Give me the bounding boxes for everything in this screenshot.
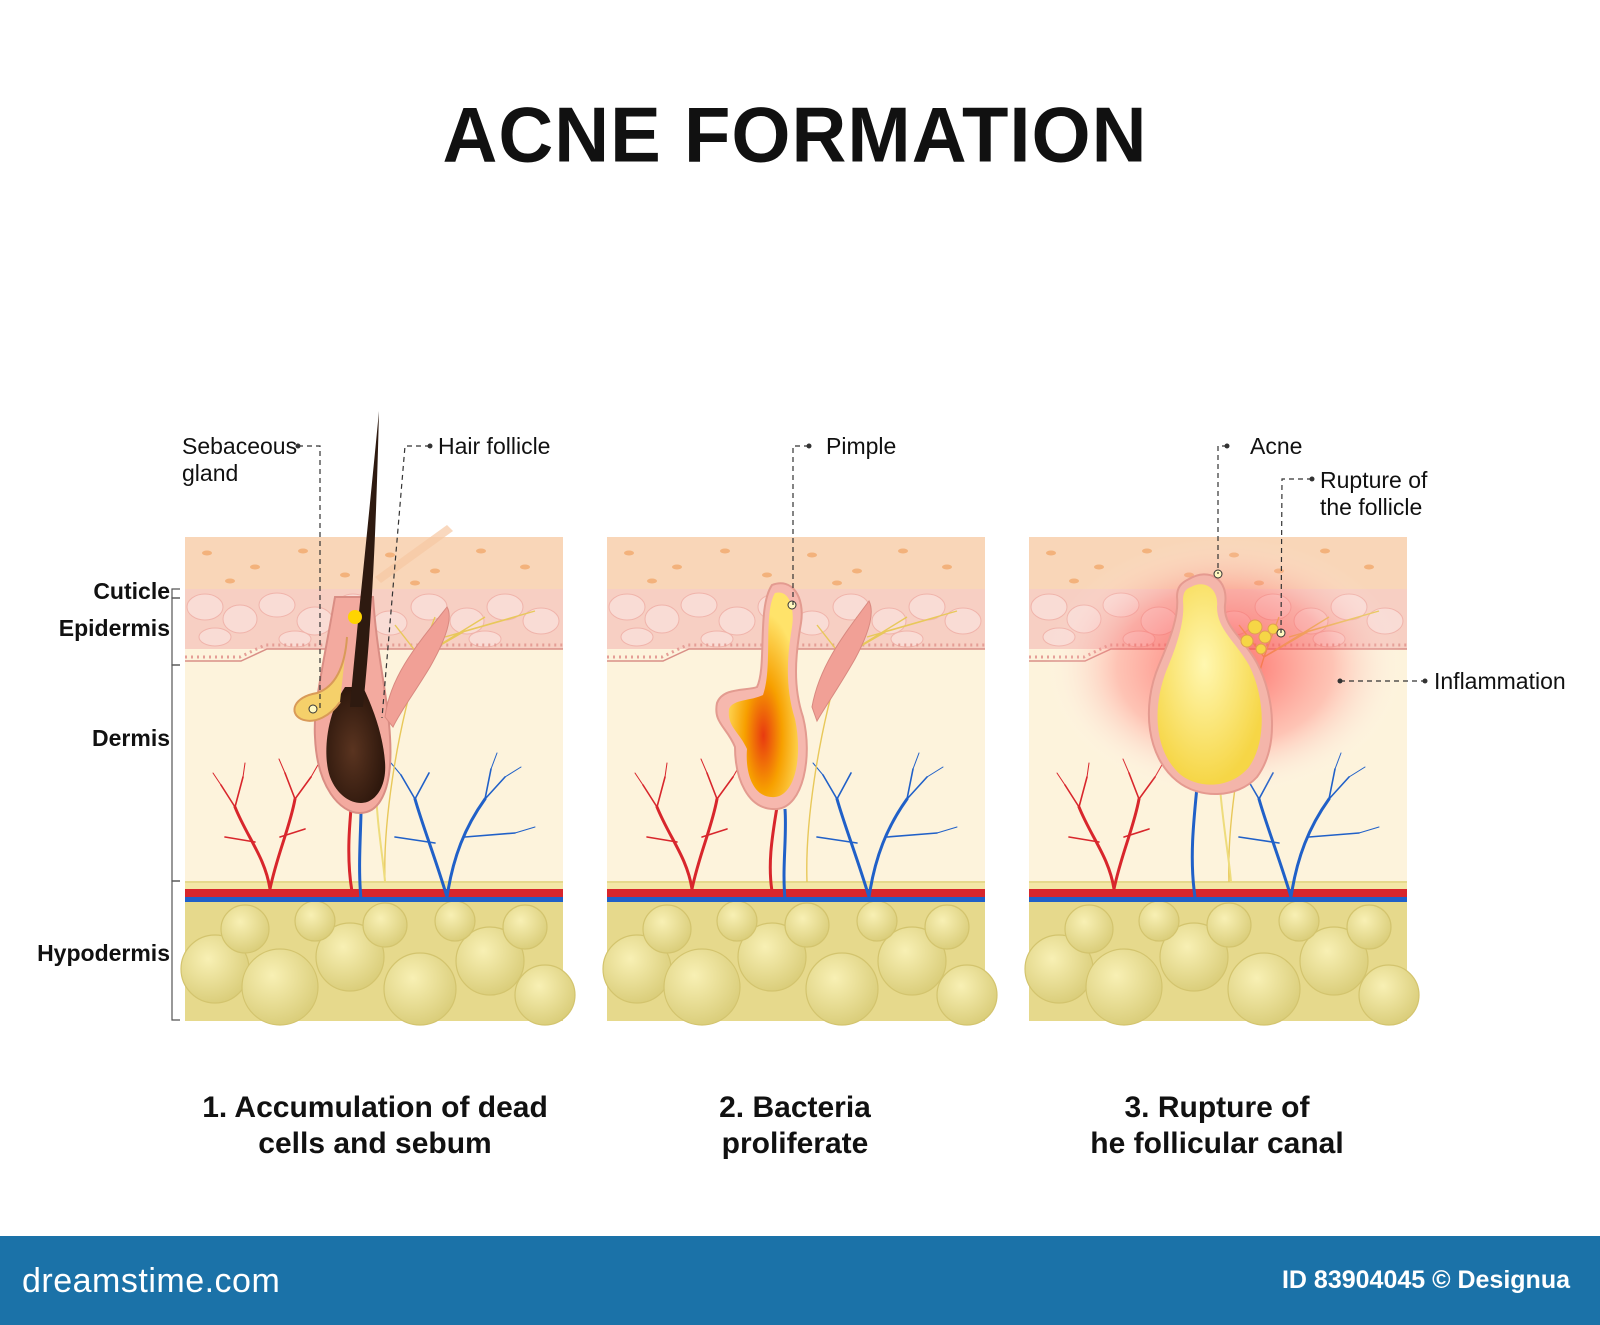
caption-stage-2: 2. Bacteria proliferate (719, 1091, 871, 1160)
layer-label-dermis: Dermis (92, 725, 170, 751)
panel-bacteria (601, 535, 999, 1027)
label-pimple: Pimple (826, 433, 897, 459)
leader-dots (295, 443, 1428, 684)
label-rupture-of-follicle: Rupture of the follicle (1320, 467, 1428, 520)
image-credit: ID 83904045 © Designua (1281, 1266, 1570, 1294)
page-title: ACNE FORMATION (442, 92, 1148, 179)
caption-stage-3: 3. Rupture of he follicular canal (1090, 1091, 1344, 1160)
label-inflammation: Inflammation (1434, 668, 1566, 694)
layer-label-hypodermis: Hypodermis (37, 940, 170, 966)
layer-brackets (171, 588, 180, 1021)
leader-lines (298, 445, 1425, 719)
brand-logo[interactable]: dreamstime.com (22, 1262, 281, 1300)
layer-label-cuticle: Cuticle (93, 578, 170, 604)
panel-accumulation (179, 411, 577, 1027)
label-acne: Acne (1250, 433, 1303, 459)
caption-stage-1: 1. Accumulation of dead cells and sebum (202, 1091, 548, 1160)
footer-bar: dreamstime.com ID 83904045 © Designua (0, 1236, 1600, 1325)
panel-rupture (1023, 535, 1421, 1027)
layer-label-epidermis: Epidermis (58, 615, 170, 641)
label-hair-follicle: Hair follicle (438, 433, 551, 459)
label-sebaceous-gland: Sebaceous gland (182, 433, 298, 486)
